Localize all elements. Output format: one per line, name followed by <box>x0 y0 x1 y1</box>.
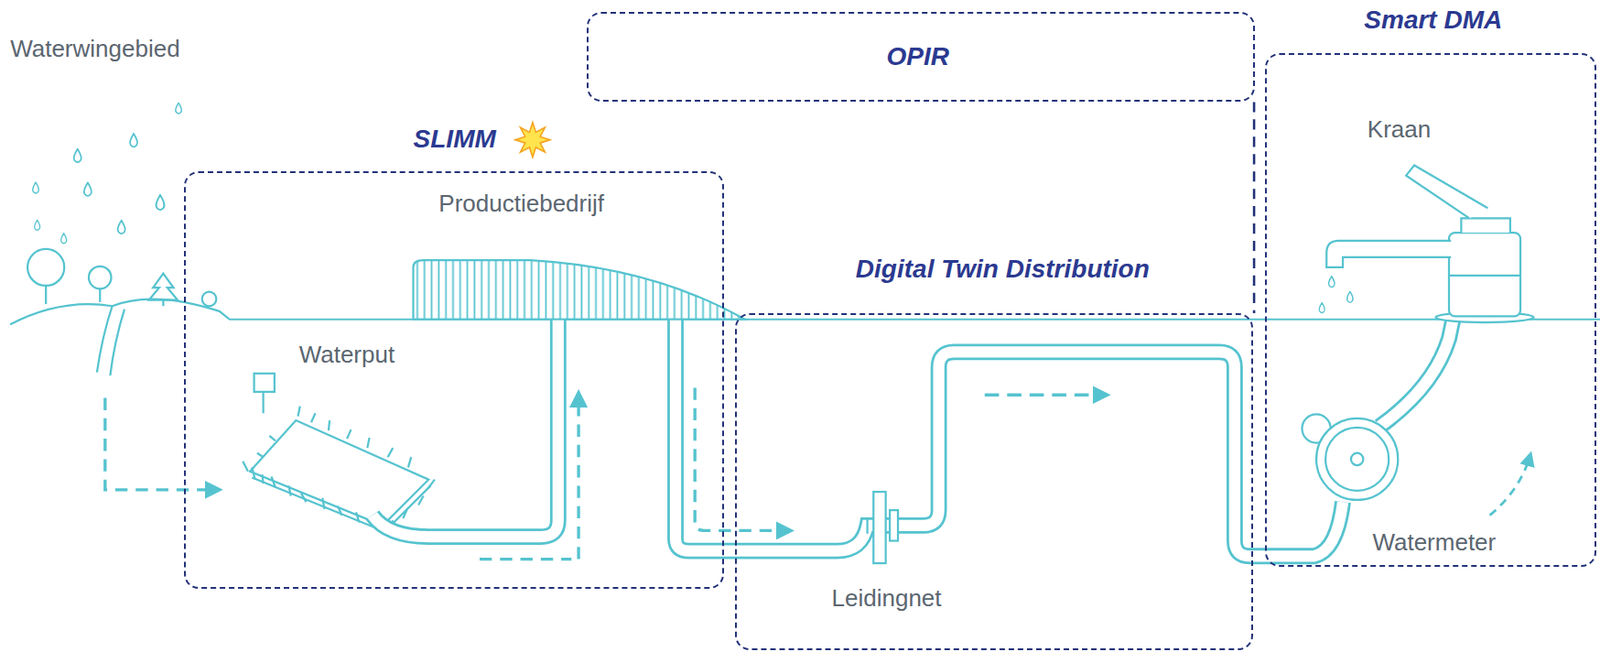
flow-arrow <box>1490 454 1532 516</box>
flow-arrow <box>576 392 580 560</box>
region-heading: OPIR <box>886 42 950 72</box>
part-label: Watermeter <box>1372 529 1496 557</box>
project-region: OPIR <box>586 11 1255 102</box>
drips <box>1318 276 1353 314</box>
part-label: Kraan <box>1367 116 1431 144</box>
region-heading: Digital Twin Distribution <box>855 254 1150 284</box>
flow-arrow <box>105 398 220 490</box>
region-heading: Smart DMA <box>1363 5 1503 35</box>
well <box>242 373 435 532</box>
flow-line <box>479 557 572 561</box>
tap <box>1326 165 1534 324</box>
landscape <box>10 248 1600 376</box>
junction <box>867 491 898 563</box>
pipes <box>372 319 1454 557</box>
water-meter <box>1301 413 1398 500</box>
flow-arrow <box>694 387 791 530</box>
part-label: Productiebedrijf <box>438 190 605 218</box>
project-region: SLIMM <box>183 171 725 589</box>
rain-drops <box>32 102 183 243</box>
region-heading: SLIMM <box>413 124 497 154</box>
area-label: Waterwingebied <box>10 35 180 64</box>
part-label: Leidingnet <box>832 584 942 613</box>
highlight-star <box>515 122 551 158</box>
project-region: Digital Twin Distribution <box>735 313 1254 650</box>
region-boundary <box>1253 101 1256 314</box>
flow-arrow <box>984 393 1108 397</box>
part-label: Waterput <box>299 341 396 369</box>
production-building <box>412 259 745 320</box>
